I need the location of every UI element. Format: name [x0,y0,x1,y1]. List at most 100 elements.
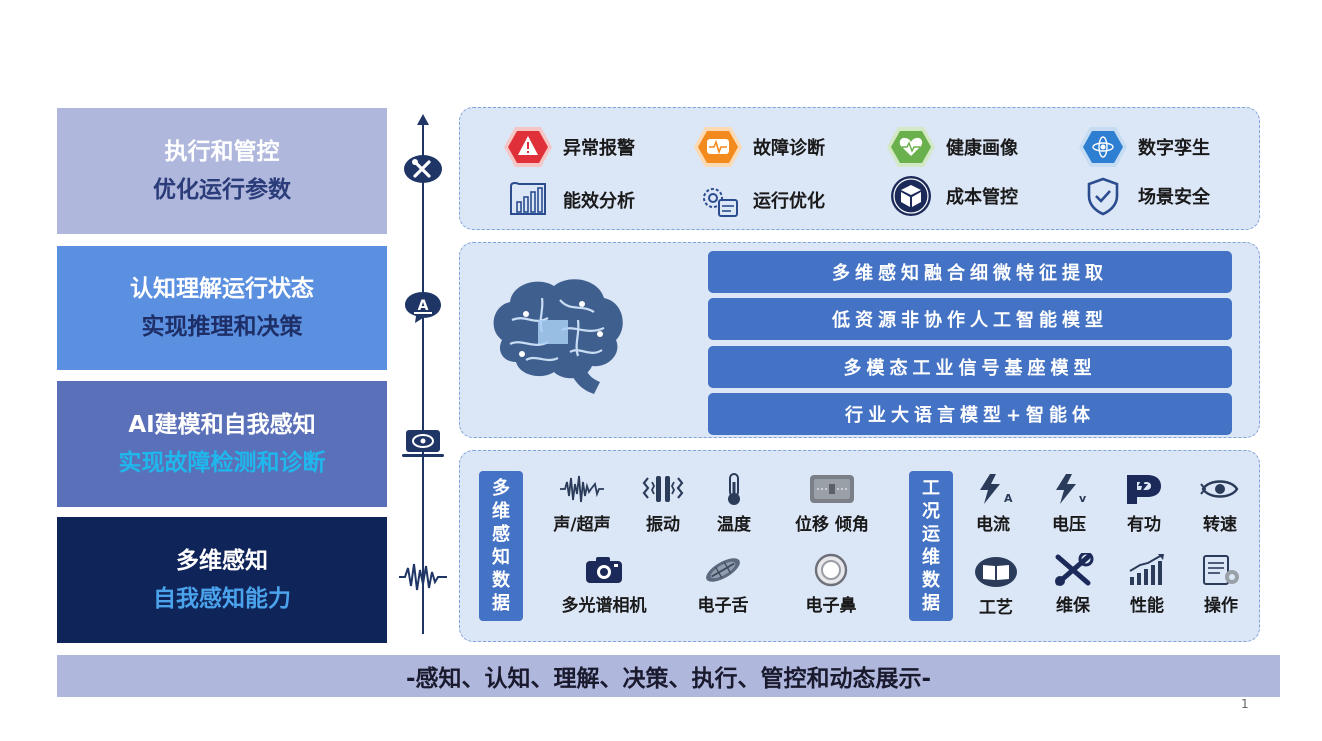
cost-box-icon [886,174,936,218]
sensor-sound[interactable]: 声/超声 [547,472,617,535]
feature-label: 异常报警 [563,138,635,159]
data-performance[interactable]: 性能 [1124,553,1170,616]
data-rotation-speed[interactable]: 转速 [1197,472,1243,535]
current-icon: A [970,472,1016,506]
vertical-axis [422,122,424,634]
layer-box-perception: 多维感知 自我感知能力 [57,517,387,643]
sensor-label: 振动 [646,515,680,535]
operation-data-label: 工 况 运 维 数 据 [909,471,953,621]
layer-box-cognition: 认知理解运行状态 实现推理和决策 [57,246,387,370]
sensor-label: 电子鼻 [805,596,857,616]
feature-digital-twin[interactable]: 数字孪生 [1078,125,1210,169]
rotation-speed-icon [1197,472,1243,506]
operation-doc-icon [1198,553,1244,587]
electronic-tongue-icon [700,553,746,587]
layer-title: AI建模和自我感知 [128,412,316,438]
feature-label: 数字孪生 [1138,138,1210,159]
page-number: 1 [1241,697,1249,711]
gear-optimize-icon [693,178,743,222]
signal-wave-icon [397,560,449,594]
process-book-icon [973,555,1019,589]
feature-fault-diagnosis[interactable]: 故障诊断 [693,125,825,169]
diagnosis-hexagon-icon [693,125,743,169]
brain-circuit-icon [482,270,632,398]
svg-text:A: A [418,298,429,314]
sensor-vibration[interactable]: 振动 [633,472,693,535]
feature-label: 场景安全 [1138,187,1210,208]
sensing-panel [459,450,1260,642]
footer-banner: -感知、认知、理解、决策、执行、管控和动态展示- [57,655,1280,697]
feature-label: 故障诊断 [753,138,825,159]
svg-text:v: v [1079,492,1087,505]
feature-anomaly-alarm[interactable]: 异常报警 [503,125,635,169]
feature-energy-analysis[interactable]: 能效分析 [503,178,635,222]
feature-scene-safety[interactable]: 场景安全 [1078,174,1210,218]
warning-hexagon-icon [503,125,553,169]
sensor-label: 位移 倾角 [795,515,869,535]
feature-cost-control[interactable]: 成本管控 [886,174,1018,218]
feature-label: 健康画像 [946,138,1018,159]
vibration-icon [640,472,686,506]
svg-text:A: A [1004,492,1013,505]
multi-dimensional-data-label: 多 维 感 知 数 据 [479,471,523,621]
feature-operation-optimize[interactable]: 运行优化 [693,178,825,222]
layer-subtitle: 实现故障检测和诊断 [118,450,326,476]
data-label: 操作 [1204,596,1238,616]
data-label: 电流 [976,515,1010,535]
model-bar: 多维感知融合细微特征提取 [708,251,1232,293]
sensor-label: 电子舌 [697,596,749,616]
sensor-label: 多光谱相机 [561,596,647,616]
feature-label: 成本管控 [946,187,1018,208]
maintenance-tools-icon [1050,553,1096,587]
layer-title: 多维感知 [176,548,268,574]
shield-check-icon [1078,174,1128,218]
sensor-multispectral-camera[interactable]: 多光谱相机 [552,553,656,616]
sensor-electronic-nose[interactable]: 电子鼻 [798,553,864,616]
sensor-label: 声/超声 [553,515,611,535]
layer-box-ai-modeling: AI建模和自我感知 实现故障检测和诊断 [57,381,387,507]
sound-wave-icon [559,472,605,506]
electronic-nose-icon [808,553,854,587]
model-bar: 低资源非协作人工智能模型 [708,298,1232,340]
data-voltage[interactable]: v 电压 [1046,472,1092,535]
data-label: 有功 [1127,515,1161,535]
model-bar: 行业大语言模型+智能体 [708,393,1232,435]
data-maintenance[interactable]: 维保 [1050,553,1096,616]
model-bar: 多模态工业信号基座模型 [708,346,1232,388]
data-current[interactable]: A 电流 [970,472,1016,535]
data-label: 电压 [1052,515,1086,535]
data-active-power[interactable]: 有功 [1121,472,1167,535]
feature-health-profile[interactable]: 健康画像 [886,125,1018,169]
data-label: 性能 [1130,596,1164,616]
bar-chart-icon [503,178,553,222]
displacement-sensor-icon [807,472,857,506]
data-label: 维保 [1056,596,1090,616]
sensor-electronic-tongue[interactable]: 电子舌 [690,553,756,616]
performance-chart-icon [1124,553,1170,587]
sensor-displacement[interactable]: 位移 倾角 [784,472,880,535]
layer-title: 执行和管控 [164,139,280,165]
thermometer-icon [711,472,757,506]
ai-chat-icon: A [403,290,443,324]
axis-arrow-icon [417,114,429,125]
data-operation[interactable]: 操作 [1198,553,1244,616]
layer-subtitle: 优化运行参数 [153,177,291,203]
layer-subtitle: 实现推理和决策 [141,314,303,340]
layer-box-execution: 执行和管控 优化运行参数 [57,108,387,234]
sensor-label: 温度 [717,515,751,535]
digital-twin-hexagon-icon [1078,125,1128,169]
feature-label: 运行优化 [753,191,825,212]
execution-panel [459,107,1260,230]
layer-subtitle: 自我感知能力 [153,586,291,612]
camera-icon [581,553,627,587]
health-hexagon-icon [886,125,936,169]
data-label: 转速 [1203,515,1237,535]
tools-icon [403,153,443,185]
active-power-icon [1121,472,1167,506]
feature-label: 能效分析 [563,191,635,212]
sensor-temperature[interactable]: 温度 [708,472,760,535]
data-process[interactable]: 工艺 [973,555,1019,618]
data-label: 工艺 [979,598,1013,618]
layer-title: 认知理解运行状态 [130,276,314,302]
voltage-icon: v [1046,472,1092,506]
